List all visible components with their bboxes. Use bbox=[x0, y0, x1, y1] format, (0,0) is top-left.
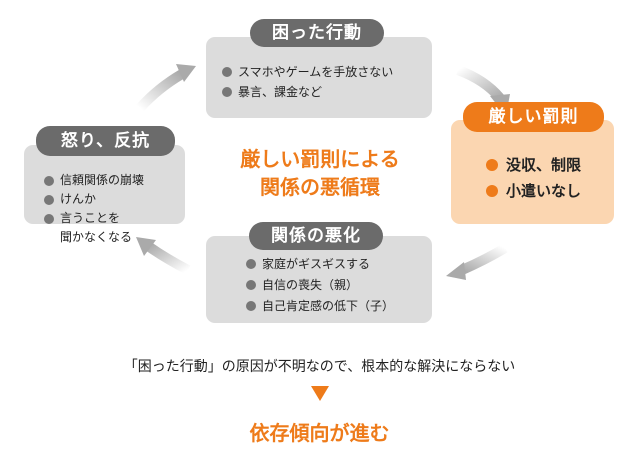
list-item: 自信の喪失（親） bbox=[246, 275, 394, 296]
node-punishment-box bbox=[451, 120, 614, 224]
cause-text: 「困った行動」の原因が不明なので、根本的な解決にならない bbox=[123, 359, 516, 375]
node-trouble-box bbox=[206, 37, 432, 118]
node-anger-list: 信頼関係の崩壊 けんか 言うことを 聞かなくなる bbox=[44, 171, 144, 247]
result-text: 依存傾向が進む bbox=[249, 421, 390, 445]
list-item: けんか bbox=[44, 190, 144, 209]
list-item: 家庭がギスギスする bbox=[246, 254, 394, 275]
arrow-punishment-to-deterioration bbox=[446, 243, 508, 280]
node-punishment-list: 没収、制限 小遣いなし bbox=[486, 152, 581, 204]
cycle-title-line: 厳しい罰則による bbox=[240, 147, 400, 171]
down-triangle-icon bbox=[311, 386, 329, 401]
node-punishment-title: 厳しい罰則 bbox=[463, 102, 604, 132]
node-deterioration-title: 関係の悪化 bbox=[249, 222, 383, 250]
node-deterioration-list: 家庭がギスギスする 自信の喪失（親） 自己肯定感の低下（子） bbox=[246, 254, 394, 317]
list-item: 信頼関係の崩壊 bbox=[44, 171, 144, 190]
list-item: 没収、制限 bbox=[486, 152, 581, 178]
cycle-title-line: 関係の悪循環 bbox=[260, 175, 380, 199]
list-item: スマホやゲームを手放さない bbox=[222, 62, 393, 82]
arrow-anger-to-trouble bbox=[136, 64, 196, 112]
list-item: 小遣いなし bbox=[486, 178, 581, 204]
list-item: 自己肯定感の低下（子） bbox=[246, 296, 394, 317]
node-trouble-title: 困った行動 bbox=[250, 19, 384, 47]
cycle-title: 厳しい罰則による 関係の悪循環 bbox=[210, 145, 430, 201]
list-item: 暴言、課金など bbox=[222, 82, 393, 102]
node-anger-title: 怒り、反抗 bbox=[36, 126, 175, 156]
list-item: 言うことを 聞かなくなる bbox=[44, 209, 144, 247]
arrow-deterioration-to-anger bbox=[136, 237, 191, 275]
node-trouble-list: スマホやゲームを手放さない 暴言、課金など bbox=[222, 62, 393, 102]
node-deterioration-box bbox=[206, 236, 432, 323]
